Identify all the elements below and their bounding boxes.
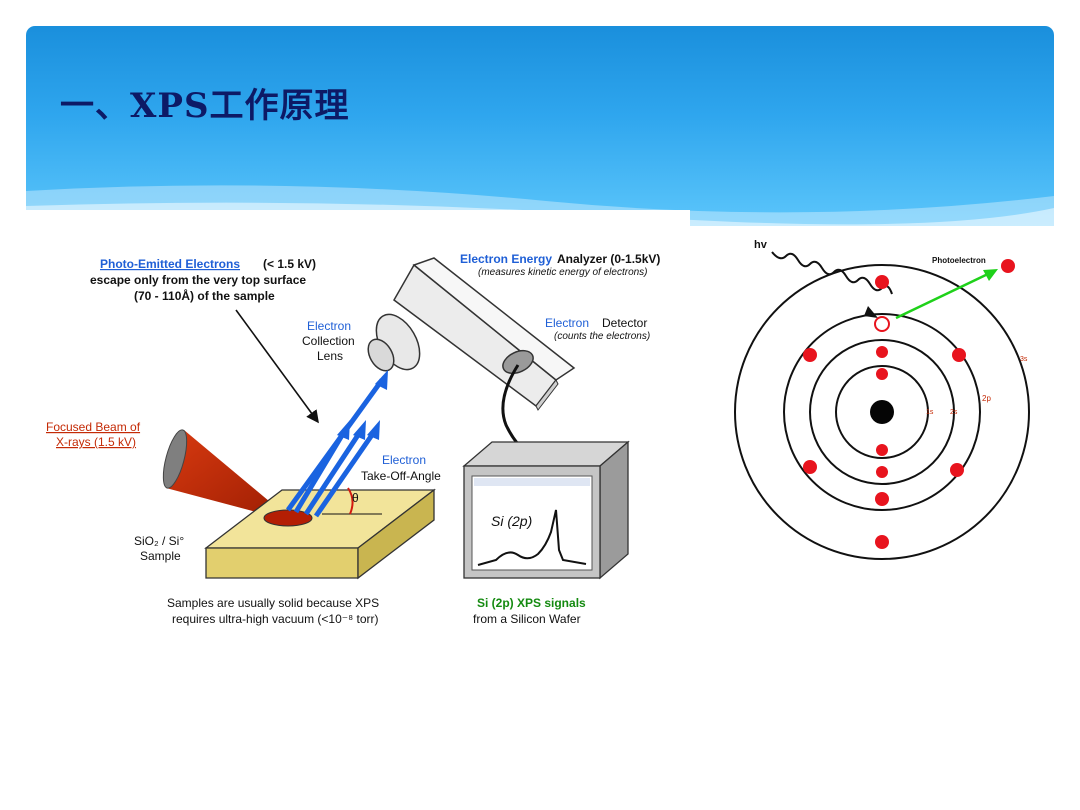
analyzer-title-black: Analyzer (0-1.5kV) (557, 252, 660, 266)
sample-label-line1: SiO₂ / Si° (134, 534, 184, 548)
lens-label-line2: Collection (302, 334, 355, 348)
nucleus (870, 400, 894, 424)
si-2p-spectrum-curve (477, 509, 587, 566)
xps-apparatus-diagram: Photo-Emitted Electrons (< 1.5 kV) escap… (46, 252, 660, 626)
spectrum-monitor (462, 440, 630, 580)
atom-shells (734, 264, 1030, 560)
pointer-arrow (235, 309, 319, 424)
detector-title-blue: Electron (545, 316, 589, 330)
photo-emitted-line2: escape only from the very top surface (90, 273, 306, 287)
caption-right-line2: from a Silicon Wafer (473, 612, 581, 626)
photoelectron-arrowhead (983, 269, 998, 281)
photo-emitted-title: Photo-Emitted Electrons (100, 257, 240, 271)
sample-label-line2: Sample (140, 549, 181, 563)
caption-left-line2: requires ultra-high vacuum (<10⁻⁸ torr) (172, 612, 378, 626)
lens-label-line1: Electron (307, 319, 351, 333)
xray-label-line1: Focused Beam of (46, 420, 141, 434)
spectrum-label: Si (2p) (491, 513, 532, 529)
analyzer-title-blue: Electron Energy (460, 252, 552, 266)
photoelectron-label: Photoelectron (932, 256, 986, 265)
detector-subtitle: (counts the electrons) (554, 331, 650, 342)
takeoff-label-line2: Take-Off-Angle (361, 469, 441, 483)
takeoff-theta: θ (352, 491, 359, 505)
sample-block (204, 488, 436, 580)
hv-label: hv (754, 239, 768, 251)
xray-beam-cone (162, 429, 294, 522)
electrons (803, 259, 1015, 549)
photo-emitted-energy: (< 1.5 kV) (263, 257, 316, 271)
photoelectron-atom-panel: hv Photoelectron 1s 2s 2p 3s (728, 226, 1054, 566)
analyzer-subtitle: (measures kinetic energy of electrons) (478, 267, 648, 278)
shell-label-1s: 1s (926, 409, 934, 416)
caption-right-line1: Si (2p) XPS signals (477, 596, 586, 610)
photoelectron-atom-diagram: hv Photoelectron 1s 2s 2p 3s (734, 239, 1030, 560)
photoelectron-arrow (895, 271, 991, 320)
analyzer-body (367, 257, 576, 411)
vacancy (874, 316, 890, 332)
shell-label-2p: 2p (982, 394, 991, 403)
xray-label-line2: X-rays (1.5 kV) (56, 435, 136, 449)
detector-title-black: Detector (602, 316, 647, 330)
lens-label-line3: Lens (317, 349, 343, 363)
shell-label-2s: 2s (950, 409, 958, 416)
xps-apparatus-panel: Photo-Emitted Electrons (< 1.5 kV) escap… (26, 210, 690, 640)
takeoff-angle-arc (347, 487, 354, 515)
shell-label-3s: 3s (1020, 356, 1028, 363)
takeoff-label-line1: Electron (382, 453, 426, 467)
photo-emitted-line3: (70 - 110Å) of the sample (134, 288, 275, 303)
electron-arrows (285, 370, 388, 518)
caption-left-line1: Samples are usually solid because XPS (167, 596, 379, 610)
slide-title: 一、XPS工作原理 (60, 86, 350, 126)
